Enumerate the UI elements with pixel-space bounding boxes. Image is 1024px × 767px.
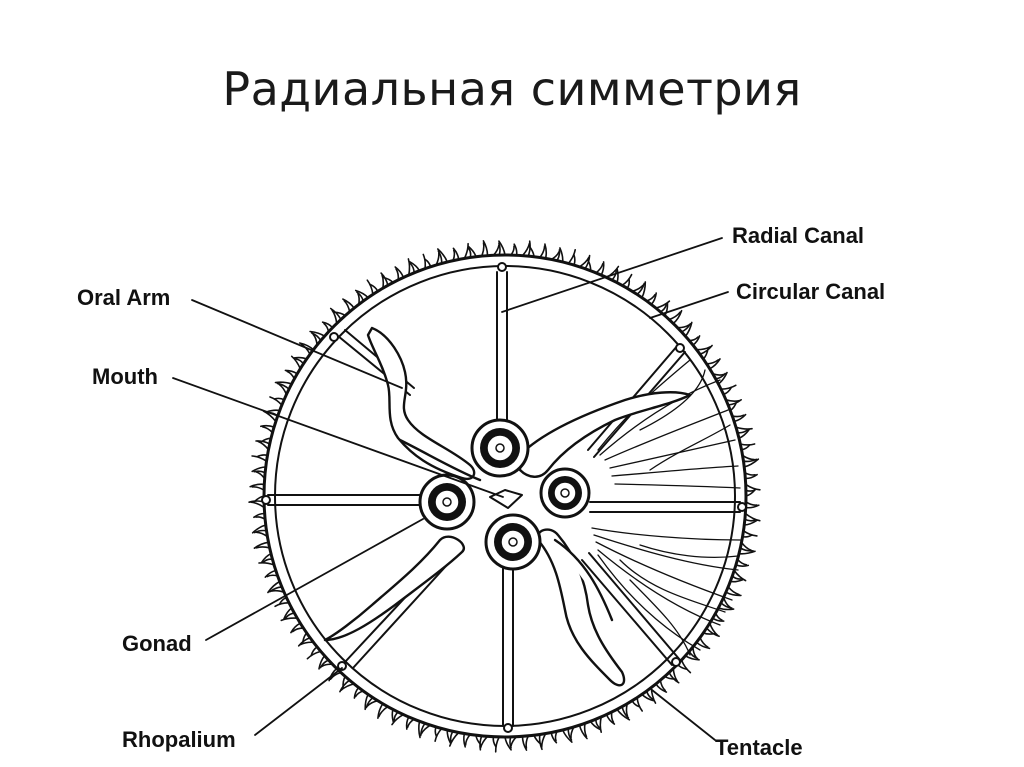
tentacle-hair [306, 650, 322, 660]
tentacle-hair [621, 273, 633, 287]
radial-canals [267, 271, 741, 727]
tentacle-hair [539, 245, 546, 259]
tentacle-hair [463, 242, 469, 260]
leader-mouth [172, 377, 504, 498]
tentacle-hair [251, 455, 268, 462]
leader-tentacle [651, 689, 716, 741]
label-radial-canal: Radial Canal [732, 223, 865, 248]
gonads [418, 418, 591, 571]
label-oral-arm: Oral Arm [77, 285, 171, 310]
label-circular-canal: Circular Canal [736, 279, 886, 304]
tentacle-hair [418, 720, 421, 739]
tentacle-hair [513, 243, 518, 257]
leader-gonad [205, 518, 424, 641]
tentacle-hair [739, 443, 756, 446]
label-rhopalium: Rhopalium [122, 727, 236, 752]
tentacle-hair [735, 564, 750, 567]
oral-arms [323, 326, 692, 687]
page-title: Радиальная симметрия [222, 62, 802, 116]
tentacle-hair [464, 733, 471, 746]
tentacle-hair [261, 426, 274, 434]
tentacle-hair [744, 483, 761, 491]
tentacle-hair [589, 720, 601, 731]
tentacle-hair [258, 561, 275, 566]
tentacle-hair [408, 260, 421, 272]
tentacle-hair [274, 601, 290, 608]
tentacle-hair [583, 722, 588, 738]
tentacle-hair [680, 659, 692, 674]
tentacle-hair [525, 735, 530, 749]
leader-lines [172, 237, 729, 741]
tentacle-hair [544, 243, 548, 260]
tentacle-hair [540, 732, 547, 749]
tentacle-hair [745, 501, 758, 506]
tentacle-hair [605, 713, 616, 725]
tentacle-hair [738, 428, 750, 440]
tentacle-hair [702, 632, 716, 635]
tentacle-hair [738, 550, 756, 555]
tentacle-hair [720, 384, 737, 390]
tentacle-hair [249, 483, 266, 488]
leader-circular-canal [649, 291, 729, 319]
tentacle-hair [509, 736, 512, 749]
tentacle-hair [391, 708, 395, 723]
tentacle-hair [480, 242, 485, 257]
branching-canals [591, 359, 741, 656]
tentacle-hair [595, 263, 604, 274]
tentacle-hair [255, 546, 271, 549]
tentacle-hair [616, 268, 619, 284]
tentacle-hair [744, 504, 760, 509]
tentacle-hair [527, 240, 531, 257]
label-mouth: Mouth [92, 364, 158, 389]
label-gonad: Gonad [122, 631, 192, 656]
tentacle-hair [463, 732, 466, 748]
tentacle-hair [394, 266, 405, 279]
tentacle-hair [573, 253, 576, 266]
tentacle-hair [498, 242, 501, 256]
tentacle-hair [735, 426, 753, 430]
leader-radial-canal [501, 237, 723, 313]
tentacle-hair [578, 724, 588, 740]
tentacle-hair [422, 253, 427, 270]
leader-oral-arm [191, 299, 403, 389]
tentacle-hair [366, 279, 374, 296]
tentacle-hair [744, 518, 756, 522]
rhopalia [261, 262, 747, 733]
tentacle-hair [494, 736, 500, 753]
mouth-opening [489, 489, 523, 509]
label-tentacle: Tentacle [715, 735, 803, 760]
tentacle-hair [251, 486, 265, 491]
leader-rhopalium [254, 667, 343, 736]
tentacle-hair [636, 696, 643, 712]
